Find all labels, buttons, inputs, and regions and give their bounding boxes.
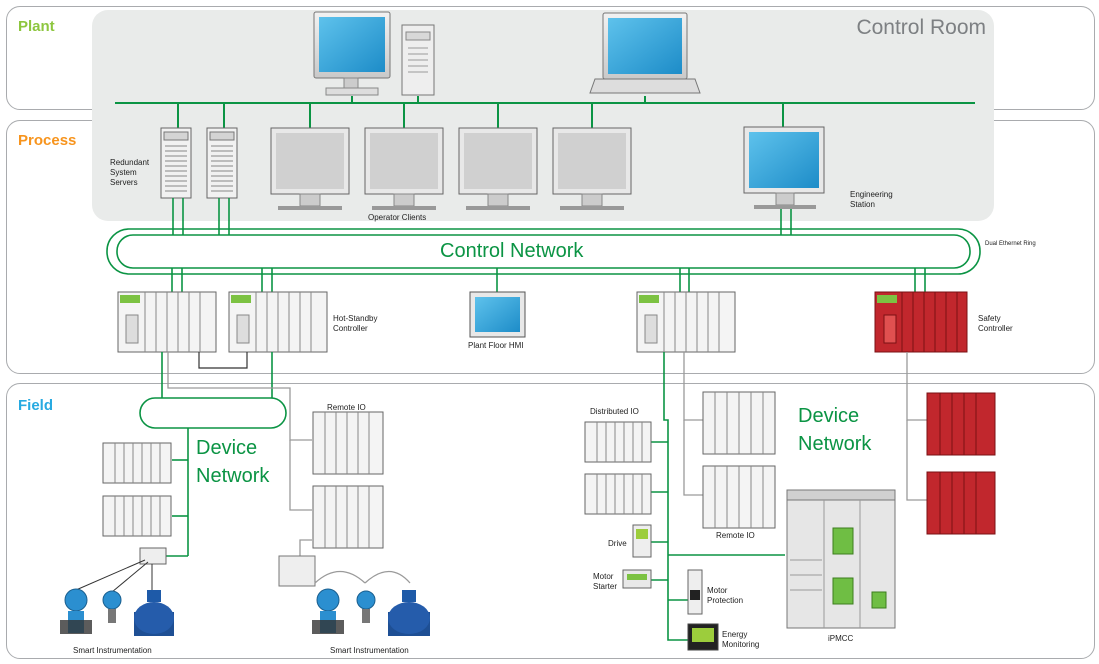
io-rack-icon [702, 391, 776, 455]
laptop-icon [589, 12, 701, 94]
io-rack-icon [702, 465, 776, 529]
field-right-links [650, 352, 785, 641]
distributed-io-icon [584, 421, 652, 463]
plant-label: Plant [18, 18, 55, 35]
drive-icon [632, 524, 652, 558]
tower-pc-icon [401, 24, 435, 96]
plc-rack-icon [117, 291, 217, 353]
control-room: Control Room [92, 10, 994, 221]
control-network-label: Control Network [440, 240, 584, 262]
smart-instr-right-label: Smart Instrumentation [330, 646, 409, 655]
remote-io-links-right [683, 352, 927, 501]
plant-bus [115, 96, 975, 128]
control-room-title: Control Room [856, 16, 986, 39]
dual-ring-label: Dual Ethernet Ring [985, 241, 1036, 247]
monitor-icon [270, 127, 350, 210]
remote-io-left-label: Remote IO [327, 403, 366, 412]
plant-floor-hmi-label: Plant Floor HMI [468, 341, 524, 350]
valve-icon [388, 590, 430, 636]
io-rack-icon [312, 485, 384, 549]
transmitter-icon [102, 590, 122, 623]
motor-protection-icon [687, 569, 703, 615]
transmitter-icon [60, 588, 92, 634]
transmitter-icon [312, 588, 344, 634]
plc-rack-icon [636, 291, 736, 353]
ipmcc-cabinet-icon [786, 489, 896, 629]
io-module-icon [278, 555, 316, 587]
engineering-station-icon [743, 126, 825, 209]
monitor-icon [552, 127, 632, 210]
remote-io-right-label: Remote IO [716, 531, 755, 540]
field-label: Field [18, 397, 54, 414]
distributed-io-icon [584, 473, 652, 515]
operator-clients-label: Operator Clients [368, 213, 427, 222]
drive-label: Drive [608, 539, 627, 548]
plc-rack-icon [228, 291, 328, 353]
motor-starter-icon [622, 569, 652, 589]
server-icon [206, 127, 238, 199]
server-icon [160, 127, 192, 199]
transmitter-icon [356, 590, 376, 623]
instrument-loops-right [314, 570, 411, 584]
smart-instr-left-label: Smart Instrumentation [73, 646, 152, 655]
valve-icon [134, 590, 174, 636]
distributed-io-label: Distributed IO [590, 407, 639, 416]
control-network-ring [106, 198, 981, 292]
monitor-icon [458, 127, 538, 210]
instrument-links-left [75, 559, 153, 593]
energy-meter-icon [687, 623, 719, 651]
desktop-monitor-icon [313, 11, 391, 96]
safety-plc-icon [874, 291, 968, 353]
io-rack-icon [102, 442, 172, 484]
ipmcc-label: iPMCC [828, 634, 854, 643]
gateway-icon [139, 547, 167, 565]
process-label: Process [18, 132, 77, 149]
safety-io-icon [926, 471, 996, 535]
monitor-icon [364, 127, 444, 210]
hmi-panel-icon [469, 291, 526, 338]
safety-io-icon [926, 392, 996, 456]
io-rack-icon [102, 495, 172, 537]
field-left-links [139, 352, 287, 557]
io-rack-icon [312, 411, 384, 475]
